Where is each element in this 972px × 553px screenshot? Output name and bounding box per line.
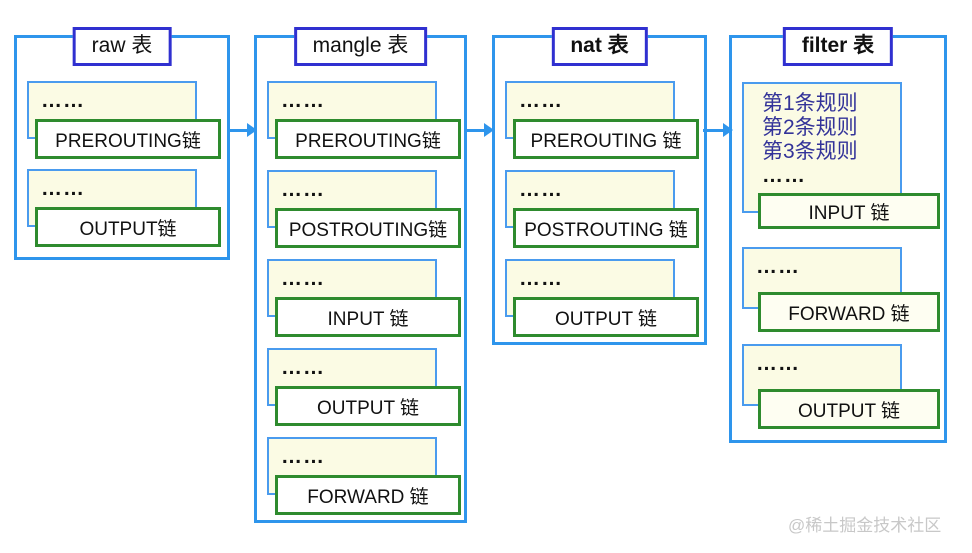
table-raw-title: raw 表 [91,34,153,57]
chain-label: OUTPUT链 [79,218,177,240]
chain-label: POSTROUTING链 [288,219,448,241]
chain-box: INPUT 链 [275,297,461,337]
table-mangle-title-box: mangle 表 [293,27,428,67]
chain-label: PREROUTING链 [55,130,201,152]
chain-box: POSTROUTING 链 [513,208,699,248]
table-filter-title: filter 表 [801,34,875,57]
chain-box: OUTPUT 链 [758,389,940,429]
chain-box: POSTROUTING链 [275,208,461,248]
rule-item: 第3条规则 [762,140,858,163]
chain-box: OUTPUT 链 [275,386,461,426]
chain-label: INPUT 链 [808,202,890,224]
rule-item: 第1条规则 [762,92,858,115]
arrow-shaft [464,129,485,132]
chain-label: PREROUTING链 [295,130,441,152]
arrow-head-icon [484,123,494,137]
chain-label: FORWARD 链 [788,303,910,325]
chain-box: INPUT 链 [758,193,940,229]
chain-box: PREROUTING 链 [513,119,699,159]
chain-box: FORWARD 链 [758,292,940,332]
chain-box: OUTPUT链 [35,207,221,247]
arrow-shaft [703,129,724,132]
table-filter-title-box: filter 表 [782,27,894,67]
ellipsis-text: …… [281,178,325,201]
chain-label: PREROUTING 链 [530,130,682,152]
ellipsis-text: …… [41,177,85,200]
ellipsis-text: …… [281,445,325,468]
arrow-head-icon [247,123,257,137]
watermark: @稀土掘金技术社区 [788,516,942,535]
table-raw: raw 表 …… PREROUTING链 …… OUTPUT链 [14,27,230,260]
ellipsis-text: …… [41,89,85,112]
table-nat-title-box: nat 表 [551,27,648,67]
ellipsis-text: …… [756,255,800,278]
table-nat: nat 表 …… PREROUTING 链 …… POSTROUTING 链 …… [492,27,707,345]
arrow-shaft [227,129,248,132]
ellipsis-text: …… [519,267,563,290]
chain-label: OUTPUT 链 [316,397,420,419]
chain-box: OUTPUT 链 [513,297,699,337]
chain-label: INPUT 链 [327,308,409,330]
ellipsis-text: …… [519,89,563,112]
table-raw-title-box: raw 表 [72,27,172,67]
flow-arrow-mangle-to-nat [464,123,494,137]
chain-box: PREROUTING链 [275,119,461,159]
chain-box: FORWARD 链 [275,475,461,515]
table-mangle-title: mangle 表 [312,34,409,57]
table-filter: filter 表 第1条规则 第2条规则 第3条规则 …… INPUT 链 ……… [729,27,947,443]
chain-label: POSTROUTING 链 [524,219,688,241]
ellipsis-text: …… [519,178,563,201]
ellipsis-text: …… [762,164,806,187]
rules-box: 第1条规则 第2条规则 第3条规则 …… [742,82,902,213]
chain-label: OUTPUT 链 [554,308,658,330]
ellipsis-text: …… [281,89,325,112]
chain-box: PREROUTING链 [35,119,221,159]
ellipsis-text: …… [281,356,325,379]
ellipsis-text: …… [281,267,325,290]
flow-arrow-nat-to-filter [703,123,733,137]
ellipsis-text: …… [756,352,800,375]
arrow-head-icon [723,123,733,137]
table-mangle: mangle 表 …… PREROUTING链 …… POSTROUTING链 … [254,27,467,523]
chain-label: FORWARD 链 [307,486,429,508]
chain-label: OUTPUT 链 [797,400,901,422]
rule-item: 第2条规则 [762,116,858,139]
flow-arrow-raw-to-mangle [227,123,257,137]
table-nat-title: nat 表 [570,34,629,57]
rule-list: 第1条规则 第2条规则 第3条规则 …… [762,92,858,188]
